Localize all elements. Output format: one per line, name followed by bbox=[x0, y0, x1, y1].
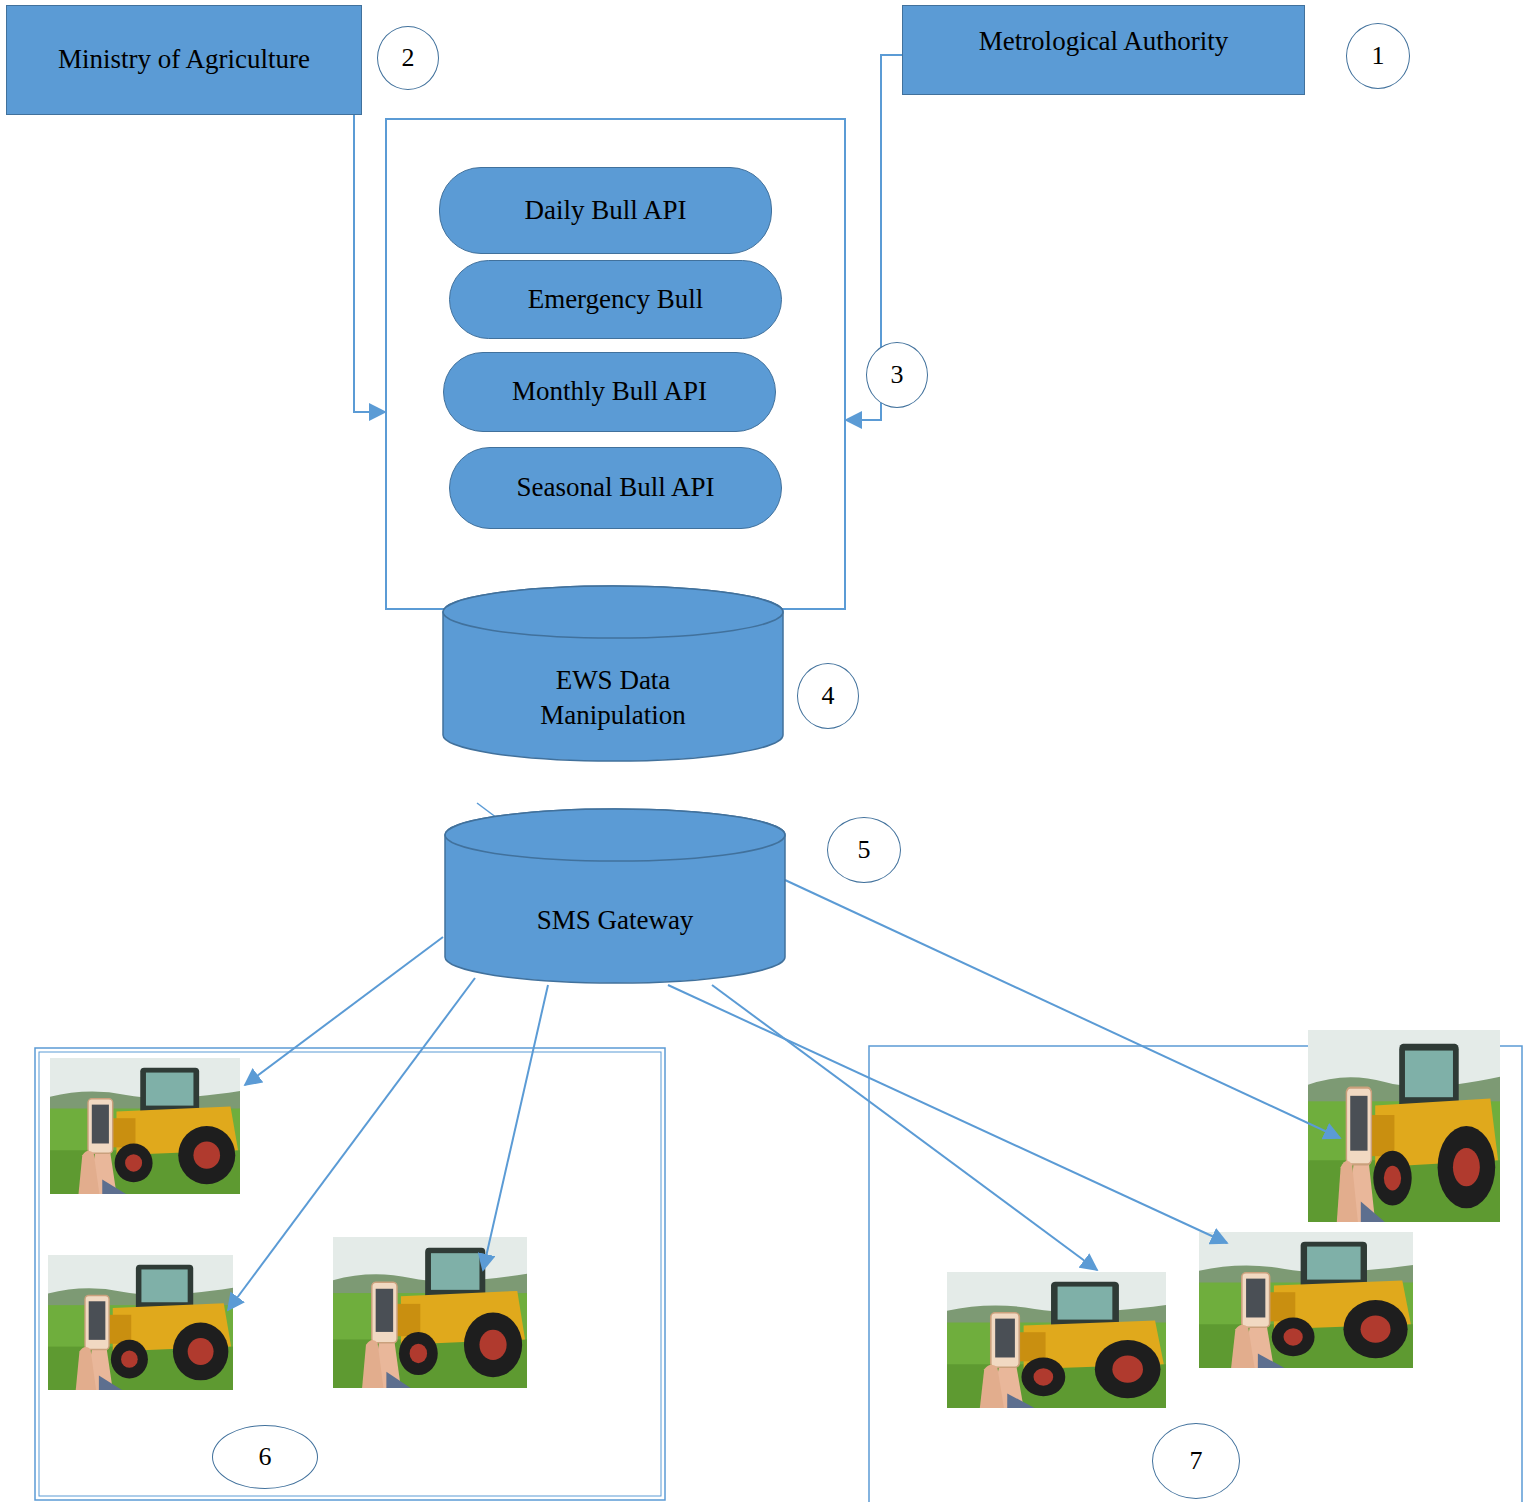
agency-box: Metrological Authority bbox=[902, 5, 1305, 95]
callout-number: 6 bbox=[212, 1425, 318, 1489]
database-cylinder: SMS Gateway bbox=[444, 808, 786, 985]
api-pill: Monthly Bull API bbox=[443, 352, 776, 432]
node-label: Emergency Bull bbox=[528, 282, 704, 317]
api-pill: Seasonal Bull API bbox=[449, 447, 782, 529]
node-label: Daily Bull API bbox=[524, 193, 686, 228]
callout-number: 7 bbox=[1152, 1423, 1240, 1499]
api-container: Daily Bull API Emergency BullMonthly Bull… bbox=[385, 118, 846, 610]
api-pill: Daily Bull API bbox=[439, 167, 772, 254]
agency-box: Ministry of Agriculture bbox=[6, 5, 362, 115]
callout-number: 4 bbox=[797, 663, 859, 729]
node-label: Seasonal Bull API bbox=[516, 470, 714, 505]
callout-number: 1 bbox=[1346, 23, 1410, 89]
callout-number: 5 bbox=[827, 817, 901, 883]
connector bbox=[354, 115, 385, 412]
node-label: SMS Gateway bbox=[537, 903, 694, 938]
node-label: Ministry of Agriculture bbox=[58, 42, 310, 77]
cylinder-outline bbox=[444, 808, 786, 985]
api-pill: Emergency Bull bbox=[449, 260, 782, 339]
callout-number: 2 bbox=[377, 26, 439, 90]
node-label: EWS Data Manipulation bbox=[518, 663, 708, 733]
callout-number: 3 bbox=[866, 342, 928, 408]
node-label: Metrological Authority bbox=[979, 24, 1229, 59]
node-label: Monthly Bull API bbox=[512, 374, 707, 409]
database-cylinder: EWS Data Manipulation bbox=[442, 585, 784, 763]
